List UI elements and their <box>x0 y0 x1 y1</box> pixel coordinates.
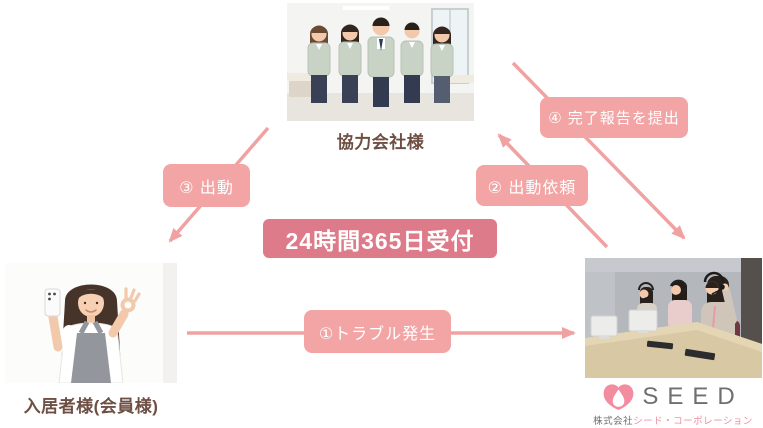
resident-label: 入居者様(会員様) <box>23 397 159 416</box>
seed-company-suffix: シード・コーポレーション <box>633 416 753 427</box>
seed-company-name: 株式会社シード・コーポレーション <box>593 413 753 427</box>
arrow-completion-report <box>511 61 686 240</box>
step-badge-completion-report: ④ 完了報告を提出 <box>540 97 688 138</box>
availability-badge: 24時間365日受付 <box>263 219 497 258</box>
seed-logo: SEED 株式会社シード・コーポレーション <box>583 383 763 427</box>
step-badge-dispatch: ③ 出動 <box>163 164 250 207</box>
seed-company-prefix: 株式会社 <box>593 416 634 427</box>
step-badge-trouble: ①トラブル発生 <box>304 310 451 353</box>
partner-company-label: 協力会社様 <box>336 133 425 152</box>
seed-heart-icon <box>603 384 634 410</box>
step-badge-dispatch-request: ② 出動依頼 <box>476 165 588 206</box>
seed-wordmark: SEED <box>642 382 744 410</box>
call-center-photo <box>585 258 762 378</box>
resident-photo <box>5 263 177 383</box>
partner-company-photo <box>287 3 474 121</box>
